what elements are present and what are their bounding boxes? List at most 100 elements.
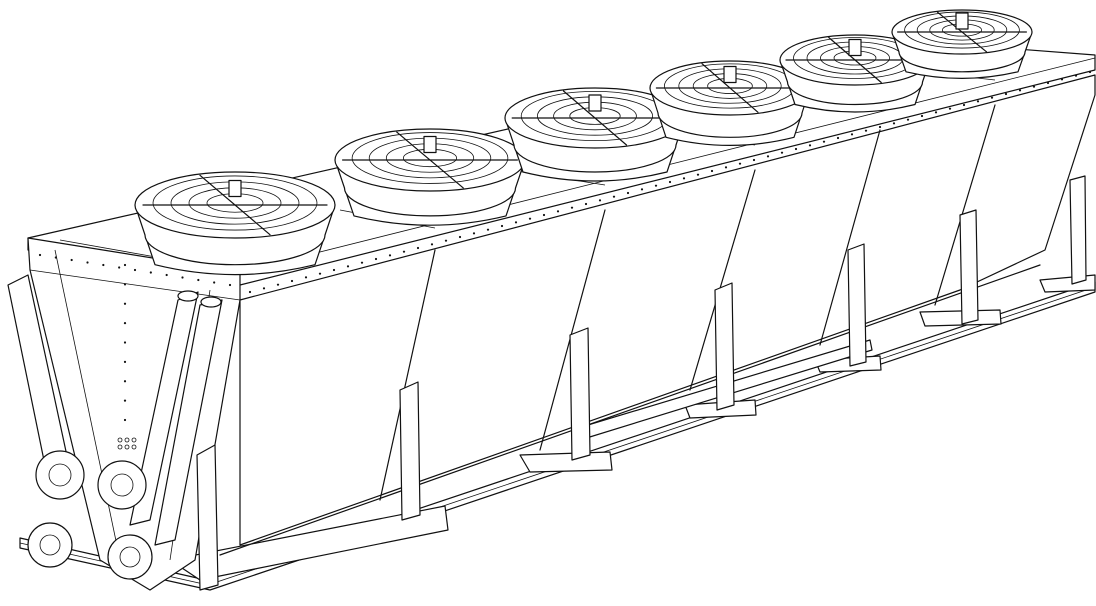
rivet-dot (584, 202, 588, 206)
rivet-dot (808, 144, 812, 147)
rivet-dot (948, 107, 952, 110)
rivet-dot (197, 278, 200, 282)
rivet-dot (1088, 70, 1092, 74)
rivet-dot (752, 158, 756, 162)
rivet-dot (612, 195, 616, 198)
rivet-dot (696, 173, 700, 176)
rivet-dot (388, 254, 392, 257)
rivet-dot (640, 188, 644, 191)
rivet-dot (430, 243, 434, 246)
header-pipes (7, 274, 223, 546)
rivet-dot (248, 290, 252, 294)
rivet-dot (934, 111, 938, 114)
fan-icon (504, 87, 686, 182)
rivet-dot (668, 180, 672, 184)
rivet-dot (486, 228, 490, 231)
rivet-dot (332, 268, 336, 272)
rivet-dot (149, 271, 152, 274)
flange-icon (35, 450, 85, 500)
rivet-dot (86, 261, 89, 264)
bolt-hole (124, 444, 130, 450)
rivet-dot (181, 276, 184, 279)
rivet-dot (906, 118, 910, 121)
rivet-dot (542, 213, 546, 217)
rivet-dot (346, 265, 350, 268)
rivet-dot (123, 418, 127, 422)
rivet-dot (123, 322, 127, 325)
rivet-dot (962, 103, 966, 107)
fan-icon (891, 9, 1033, 79)
rivet-dot (920, 114, 924, 118)
fan-icon (779, 34, 931, 113)
rivet-dot (710, 169, 714, 173)
rivet-dot (123, 341, 127, 344)
bolt-hole (131, 444, 137, 450)
fan-array (134, 9, 1033, 276)
flange-icon (27, 522, 73, 568)
rivet-dot (118, 266, 121, 269)
rivet-dot (318, 272, 322, 275)
rivet-dot (360, 261, 364, 264)
rivet-dot (374, 257, 378, 261)
rivet-dot (133, 268, 137, 272)
rivet-dot (850, 133, 854, 136)
rivet-dot (626, 191, 630, 195)
bolt-hole (131, 437, 137, 443)
rivet-dot (1004, 92, 1008, 96)
leg-brackets (196, 175, 1087, 591)
rivet-dot (556, 210, 560, 213)
rivet-dot (892, 122, 896, 125)
rivet-dot (682, 177, 686, 180)
fan-icon (334, 128, 526, 226)
rivet-dot (598, 199, 602, 202)
rivet-dot (1060, 78, 1064, 81)
rivet-dot (123, 283, 127, 286)
rivet-dot (514, 221, 518, 224)
rivet-dot (1046, 81, 1050, 85)
rivet-dot (822, 140, 826, 143)
rivet-dot (766, 155, 770, 158)
rivet-dot (878, 125, 882, 129)
rivet-dot (38, 253, 42, 257)
rivet-dot (836, 136, 840, 140)
rivet-dot (864, 129, 868, 132)
flange-icon (97, 460, 147, 510)
rivet-dot (654, 184, 658, 187)
rivet-dot (416, 246, 420, 250)
rivet-dot (990, 96, 994, 99)
rivet-dot (70, 258, 73, 262)
fan-icon (134, 171, 336, 276)
rivet-dot (500, 224, 504, 228)
fan-icon (649, 60, 811, 146)
rivet-dot (458, 235, 462, 239)
rivet-dot (54, 256, 57, 259)
rivet-dot (165, 273, 168, 277)
rivet-dot (123, 360, 127, 363)
rivet-dot (123, 302, 127, 305)
bolt-hole (124, 437, 130, 443)
rivet-dot (794, 147, 798, 151)
rivet-dot (290, 279, 294, 283)
rivet-dot (528, 217, 532, 220)
rivet-dot (1032, 85, 1036, 88)
bolt-hole (117, 437, 123, 443)
rivet-dot (570, 206, 574, 209)
rivet-dot (262, 287, 266, 290)
rivet-dot (123, 399, 127, 402)
rivet-dot (976, 100, 980, 103)
rivet-dot (123, 380, 127, 383)
rivet-dot (276, 283, 280, 286)
rivet-dot (780, 151, 784, 154)
rivet-dot (1074, 74, 1078, 77)
rivet-dot (444, 239, 448, 242)
rivet-dot (213, 281, 216, 284)
rivet-dot (738, 162, 742, 165)
rivet-dot (123, 263, 127, 267)
rivet-dot (472, 232, 476, 235)
flange-icon (107, 534, 153, 580)
rivet-dot (1018, 89, 1022, 92)
rivet-dot (402, 250, 406, 253)
pipe-flanges (27, 450, 153, 580)
rivet-dot (304, 276, 308, 279)
